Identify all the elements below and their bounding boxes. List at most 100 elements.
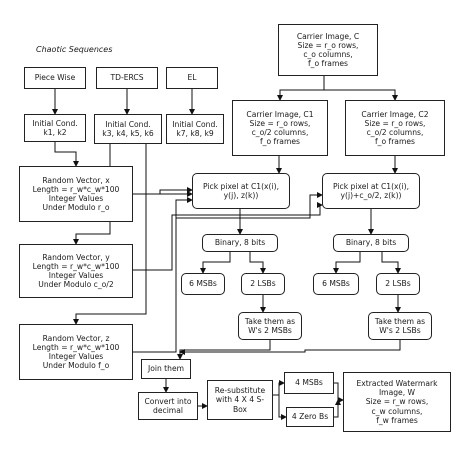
- connector-arrow: [277, 76, 325, 101]
- node-text-line: Convert into: [144, 396, 192, 406]
- node-init-k1-k2: Initial Cond.k1, k2: [24, 114, 86, 142]
- node-text-line: c_o/2 columns,: [251, 128, 309, 137]
- node-text-line: Extracted Watermark: [356, 379, 438, 389]
- connector-arrow: [249, 252, 266, 274]
- node-text-line: Integer Values: [48, 352, 104, 361]
- node-text-line: c_o/2 columns,: [366, 128, 424, 137]
- node-text-line: Random Vector, z: [42, 333, 110, 343]
- node-text-line: 6 MSBs: [189, 279, 217, 289]
- caption-chaotic-sequences: Chaotic Sequences: [36, 45, 113, 54]
- node-text-line: W's 2 LSBs: [379, 326, 421, 335]
- node-text-line: Image, W: [378, 388, 416, 398]
- node-binary-8-bits-c1: Binary, 8 bits: [202, 234, 278, 252]
- node-text-line: y(j)+c_o/2, z(k)): [340, 191, 402, 200]
- node-text-line: f_o frames: [307, 59, 348, 69]
- node-text-line: Under Modulo c_o/2: [38, 280, 114, 290]
- node-text-line: with 4 X 4 S-: [215, 395, 265, 405]
- node-text-line: Initial Cond.: [32, 118, 78, 128]
- node-pick-pixel-c1: Pick pixel at C1(x(i),y(j), z(k)): [192, 173, 290, 209]
- node-td-ercs: TD-ERCS: [96, 67, 158, 89]
- node-text-line: Carrier Image, C: [296, 31, 360, 41]
- node-text-line: Size = r_w rows,: [365, 397, 429, 407]
- node-text-line: TD-ERCS: [110, 73, 144, 83]
- node-text-line: Integer Values: [48, 194, 104, 203]
- connector-arrow: [200, 252, 231, 274]
- node-text-line: Re-substitute: [214, 386, 266, 396]
- node-text-line: Random Vector, x: [42, 175, 110, 185]
- node-2-lsbs-c1: 2 LSBs: [241, 273, 285, 295]
- node-text-line: Under Modulo f_o: [42, 361, 110, 371]
- node-el: EL: [166, 67, 218, 89]
- node-piece-wise: Piece Wise: [24, 67, 86, 89]
- node-text-line: Integer Values: [48, 271, 104, 280]
- node-text-line: Size = r_o rows,: [364, 118, 426, 128]
- node-binary-8-bits-c2: Binary, 8 bits: [333, 234, 409, 252]
- node-init-k7-to-k9: Initial Cond.k7, k8, k9: [166, 114, 224, 144]
- node-text-line: y(j), z(k)): [223, 191, 259, 200]
- connector-arrow: [133, 202, 323, 271]
- node-join-them: Join them: [141, 359, 191, 379]
- node-text-line: f_o frames: [259, 137, 300, 147]
- connector-arrow: [334, 399, 341, 418]
- node-text-line: Random Vector, y: [42, 252, 110, 262]
- node-text-line: c_o columns,: [303, 50, 353, 59]
- node-text-line: Binary, 8 bits: [214, 238, 266, 248]
- node-text-line: k7, k8, k9: [176, 129, 214, 138]
- connector-arrow: [273, 380, 285, 396]
- node-text-line: 4 Zero Bs: [291, 412, 329, 422]
- connector-arrow: [333, 252, 361, 274]
- node-text-line: c_w columns,: [371, 406, 423, 416]
- node-text-line: Initial Cond.: [105, 119, 151, 129]
- connector-arrow: [324, 89, 398, 101]
- connector-arrow: [133, 187, 193, 195]
- node-text-line: Carrier Image, C2: [361, 109, 429, 119]
- node-text-line: Size = r_o rows,: [297, 40, 359, 50]
- node-text-line: Box: [232, 404, 248, 414]
- connector-arrow: [278, 395, 287, 420]
- node-text-line: k3, k4, k5, k6: [102, 129, 154, 138]
- node-text-line: Size = r_o rows,: [249, 118, 311, 128]
- node-text-line: Carrier Image, C1: [246, 109, 314, 119]
- node-text-line: Length = r_w*c_w*100: [32, 342, 120, 352]
- connector-arrow: [334, 382, 344, 403]
- node-text-line: 2 LSBs: [250, 279, 276, 289]
- node-text-line: 2 LSBs: [385, 279, 411, 289]
- node-text-line: Under Modulo r_o: [42, 203, 110, 213]
- node-text-line: EL: [187, 73, 197, 83]
- node-init-k3-to-k6: Initial Cond.k3, k4, k5, k6: [94, 114, 162, 144]
- node-4-msbs: 4 MSBs: [284, 372, 334, 394]
- node-text-line: W's 2 MSBs: [248, 326, 292, 335]
- node-text-line: decimal: [153, 406, 183, 415]
- node-text-line: Take them as: [374, 316, 426, 326]
- connector-arrow: [381, 252, 401, 274]
- connector-arrow: [175, 192, 323, 219]
- node-text-line: Piece Wise: [34, 73, 76, 83]
- connector-arrow: [177, 340, 271, 360]
- node-text-line: f_w frames: [376, 415, 418, 425]
- node-2-lsbs-c2: 2 LSBs: [376, 273, 420, 295]
- node-text-line: Binary, 8 bits: [345, 238, 397, 248]
- node-text-line: Join them: [147, 364, 185, 374]
- connector-arrow: [179, 340, 401, 355]
- node-pick-pixel-c2: Pick pixel at C1(x(i),y(j)+c_o/2, z(k)): [322, 173, 420, 209]
- node-text-line: 4 MSBs: [295, 378, 323, 388]
- node-text-line: f_o frames: [374, 137, 415, 147]
- node-4-zero-bs: 4 Zero Bs: [286, 407, 334, 427]
- connector-arrow: [73, 144, 147, 325]
- node-text-line: Take them as: [244, 316, 296, 326]
- node-text-line: Pick pixel at C1(x(i),: [333, 181, 409, 191]
- node-text-line: 6 MSBs: [322, 279, 350, 289]
- node-6-msbs-c2: 6 MSBs: [313, 273, 359, 295]
